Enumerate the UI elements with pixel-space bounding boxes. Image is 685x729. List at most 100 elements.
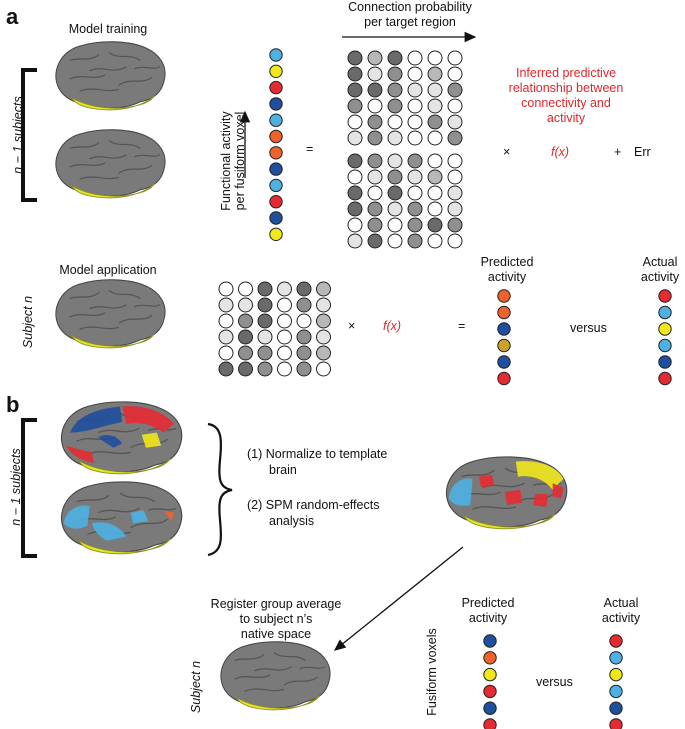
connection-cell <box>347 50 363 66</box>
sulcus-line <box>108 289 141 300</box>
activation-blob <box>141 432 162 448</box>
application-cell <box>316 345 331 361</box>
fx-label: f(x) <box>551 145 570 159</box>
application-cell <box>316 329 331 345</box>
sulcus-line <box>283 676 318 686</box>
predicted-activity-dot <box>497 371 511 386</box>
sulcus-line <box>234 653 265 662</box>
connection-cell <box>427 185 443 201</box>
connection-cell <box>427 66 443 82</box>
connection-cell <box>347 130 363 146</box>
sulcus-line <box>89 304 127 310</box>
actual-activity-dot <box>658 355 672 369</box>
connection-cell <box>367 153 383 169</box>
connection-cell <box>407 50 423 66</box>
activation-blob <box>65 445 94 463</box>
application-cell <box>296 313 312 329</box>
brain-training-1 <box>55 41 166 111</box>
versus-label-a: versus <box>570 321 607 335</box>
fx-label-app: f(x) <box>383 319 402 333</box>
brain-training-2 <box>55 129 166 199</box>
connection-cell <box>367 82 383 98</box>
actual-activity-dot <box>658 322 672 336</box>
connection-cell <box>347 201 363 217</box>
sulcus-line <box>108 51 141 62</box>
actual-activity-dot <box>658 289 672 303</box>
predicted-activity-dot-b <box>483 651 497 665</box>
application-cell <box>277 281 292 297</box>
connection-cell <box>447 114 463 130</box>
sulcus-line <box>134 304 161 308</box>
fusiform-region <box>462 513 556 530</box>
connection-cell <box>407 130 423 146</box>
sulcus-line <box>79 176 119 180</box>
connection-cell <box>387 201 403 217</box>
predicted-activity-dot-b <box>483 667 497 682</box>
connection-cell <box>347 169 363 185</box>
connection-cell <box>427 82 443 98</box>
fusiform-region <box>70 183 155 199</box>
times-sign: × <box>503 145 511 159</box>
connection-cell <box>407 233 423 249</box>
actual-activity-dot-b <box>609 701 623 715</box>
sulcus-line <box>273 651 306 662</box>
application-cell <box>238 329 253 345</box>
connection-cell <box>347 233 363 249</box>
predicted-activity-dot <box>497 338 511 353</box>
application-cell <box>257 329 273 345</box>
sulcus-line <box>130 518 169 529</box>
connection-cell <box>447 130 463 146</box>
activation-blob <box>70 406 123 433</box>
subjects-bracket-a <box>21 68 37 202</box>
application-cell <box>218 313 234 329</box>
connection-cell <box>387 50 403 66</box>
sulcus-line <box>472 506 517 510</box>
connection-cell <box>387 130 403 146</box>
curly-brace <box>207 422 233 557</box>
connection-cell <box>367 50 383 66</box>
application-cell <box>316 313 331 329</box>
connection-cell <box>407 114 423 130</box>
connection-cell <box>447 233 463 249</box>
predicted-activity-dot <box>497 305 511 320</box>
connection-cell <box>387 98 403 114</box>
model-training-label: Model training <box>68 22 148 36</box>
connection-cell <box>347 82 363 98</box>
predicted-activity-dot <box>497 289 511 303</box>
predicted-activity-dot <box>497 322 511 336</box>
err-label: Err <box>634 145 651 159</box>
activity-dot <box>269 146 283 160</box>
activity-dot <box>269 80 283 95</box>
application-cell <box>257 313 273 329</box>
connection-cell <box>367 169 383 185</box>
application-cell <box>316 361 331 377</box>
connection-cell <box>367 217 383 233</box>
connection-cell <box>387 169 403 185</box>
connection-cell <box>347 185 363 201</box>
actual-activity-dot <box>658 371 672 386</box>
application-cell <box>238 281 253 297</box>
sulcus-line <box>118 314 153 324</box>
sulcus-line <box>79 88 119 92</box>
equals-sign: = <box>306 142 314 156</box>
activation-blob <box>130 510 149 524</box>
subjects-bracket-b <box>21 418 37 558</box>
actual-activity-dot <box>658 338 672 353</box>
connection-cell <box>447 217 463 233</box>
activity-dot <box>269 48 283 62</box>
brain-activation-1 <box>61 401 183 475</box>
connection-cell <box>427 169 443 185</box>
register-arrow <box>333 546 464 651</box>
connection-cell <box>387 114 403 130</box>
activity-dot <box>269 64 283 79</box>
actual-activity-dot-b <box>609 667 623 682</box>
times-sign-app: × <box>348 319 356 333</box>
application-cell <box>277 345 292 361</box>
connection-cell <box>387 82 403 98</box>
sulcus-line <box>254 666 292 672</box>
sulcus-line <box>79 326 119 330</box>
